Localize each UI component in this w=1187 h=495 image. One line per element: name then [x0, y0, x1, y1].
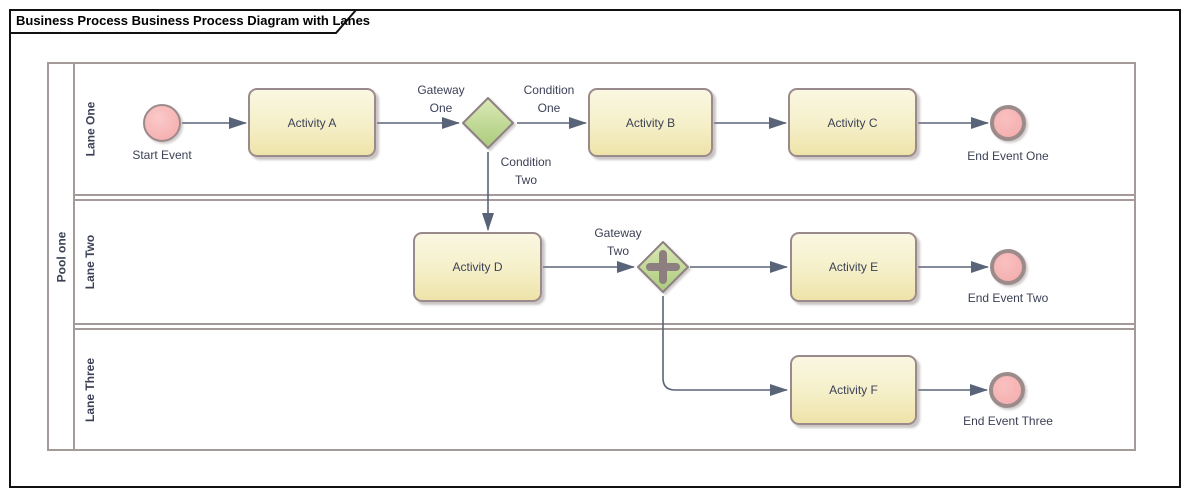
end-event-one[interactable] — [990, 105, 1026, 141]
activity-d[interactable]: Activity D — [413, 232, 542, 302]
start-event-label: Start Event — [132, 148, 192, 162]
condition-two-label: Condition Two — [500, 155, 552, 187]
activity-c-label: Activity C — [827, 115, 878, 130]
activity-f[interactable]: Activity F — [790, 355, 917, 425]
activity-e[interactable]: Activity E — [790, 232, 917, 302]
end-event-one-label: End Event One — [967, 149, 1049, 163]
start-event[interactable] — [143, 104, 181, 142]
activity-a-label: Activity A — [287, 115, 337, 130]
activity-e-label: Activity E — [828, 260, 879, 274]
activity-b-label: Activity B — [625, 115, 676, 130]
plus-icon — [646, 250, 680, 284]
gateway-two[interactable] — [635, 239, 691, 295]
activity-c[interactable]: Activity C — [788, 88, 917, 157]
gateway-one[interactable] — [460, 95, 516, 151]
end-event-two[interactable] — [990, 249, 1026, 285]
flow-gateway-two-to-activity-f[interactable] — [662, 296, 788, 396]
end-event-three-label: End Event Three — [963, 414, 1053, 428]
lane-two[interactable]: Lane Two — [73, 199, 1136, 325]
diagram-title: Business Process Business Process Diagra… — [16, 13, 371, 28]
activity-a[interactable]: Activity A — [248, 88, 376, 157]
activity-d-label: Activity D — [452, 260, 503, 274]
condition-one-label: Condition One — [523, 83, 575, 115]
end-event-two-label: End Event Two — [967, 291, 1049, 305]
gateway-one-label: Gateway One — [417, 83, 465, 115]
end-event-three[interactable] — [989, 372, 1025, 408]
gateway-two-label: Gateway Two — [594, 226, 642, 258]
diagram-title-tab — [9, 9, 359, 34]
diagram-frame — [9, 9, 1181, 488]
activity-f-label: Activity F — [829, 383, 878, 397]
activity-b[interactable]: Activity B — [588, 88, 713, 157]
